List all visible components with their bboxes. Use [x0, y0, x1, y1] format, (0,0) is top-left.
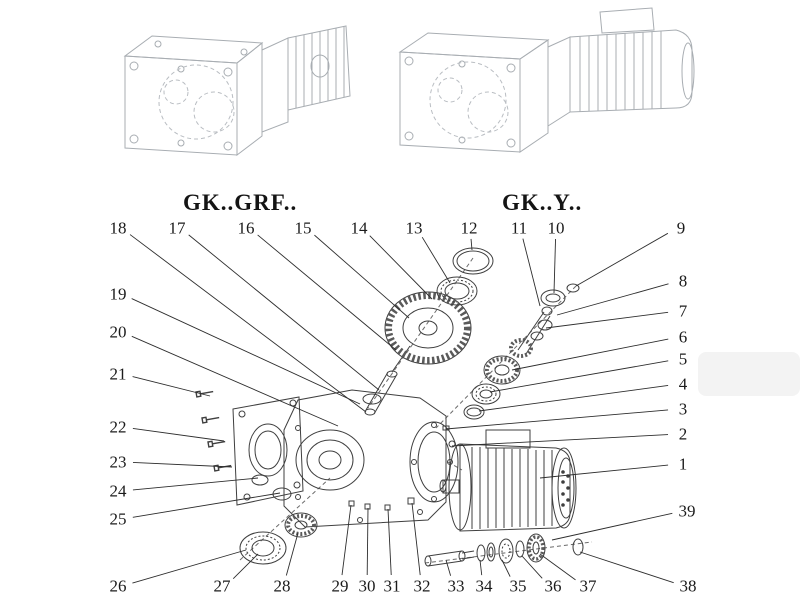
motor-shaft [442, 479, 460, 494]
callout-12: 12 [460, 218, 478, 238]
output-shaft-assembly [424, 533, 584, 567]
callout-18: 18 [109, 218, 127, 238]
callout-4: 4 [678, 374, 688, 394]
flange-screws [195, 390, 232, 472]
callout-30: 30 [358, 576, 376, 596]
callout-38: 38 [679, 576, 697, 596]
callout-14: 14 [350, 218, 368, 238]
callout-28: 28 [273, 576, 291, 596]
callout-20: 20 [109, 322, 127, 342]
callout-17: 17 [168, 218, 186, 238]
terminal-box [599, 7, 655, 34]
output-bearing [498, 538, 514, 564]
callout-26: 26 [109, 576, 127, 596]
callout-11: 11 [510, 218, 528, 238]
callout-39: 39 [678, 501, 696, 521]
callout-37: 37 [579, 576, 597, 596]
lower-bearing-gear [239, 512, 318, 565]
variant-label-gk-y: GK..Y.. [502, 190, 583, 215]
callout-16: 16 [237, 218, 255, 238]
callout-23: 23 [109, 452, 127, 472]
gearbox-housing [283, 389, 459, 528]
bearing-26 [239, 531, 287, 565]
callout-36: 36 [544, 576, 562, 596]
gk-y-illustration [398, 7, 695, 153]
callout-34: 34 [475, 576, 493, 596]
callout-8: 8 [678, 271, 688, 291]
ring-12 [452, 247, 494, 275]
callout-15: 15 [294, 218, 312, 238]
callout-19: 19 [109, 284, 127, 304]
callout-31: 31 [383, 576, 401, 596]
callout-3: 3 [678, 399, 688, 419]
callout-10: 10 [547, 218, 565, 238]
callout-2: 2 [678, 424, 688, 444]
callout-35: 35 [509, 576, 527, 596]
exploded-assembly [195, 247, 593, 567]
flange-plate [232, 396, 304, 506]
gear-28 [284, 512, 318, 538]
plug-2 [448, 440, 456, 448]
callout-7: 7 [678, 301, 688, 321]
callout-22: 22 [109, 417, 127, 437]
callout-21: 21 [109, 364, 127, 384]
callout-13: 13 [405, 218, 423, 238]
callout-24: 24 [109, 481, 127, 501]
callout-33: 33 [447, 576, 465, 596]
watermark-smudge [698, 352, 800, 396]
callout-5: 5 [678, 349, 688, 369]
callout-25: 25 [109, 509, 127, 529]
callout-6: 6 [678, 327, 688, 347]
gk-grf-illustration [123, 25, 351, 157]
bearing-10 [540, 289, 566, 307]
bearing-13 [436, 276, 478, 306]
callout-32: 32 [413, 576, 431, 596]
motor-end-cap [551, 447, 577, 529]
flange-bolts [348, 497, 415, 511]
variant-label-gk-grf: GK..GRF.. [183, 190, 298, 215]
callout-9: 9 [676, 218, 686, 238]
motor [439, 429, 577, 532]
motor-outline [569, 29, 693, 113]
callout-29: 29 [331, 576, 349, 596]
callout-27: 27 [213, 576, 231, 596]
main-gear-assembly [364, 247, 494, 416]
callout-1: 1 [678, 454, 688, 474]
